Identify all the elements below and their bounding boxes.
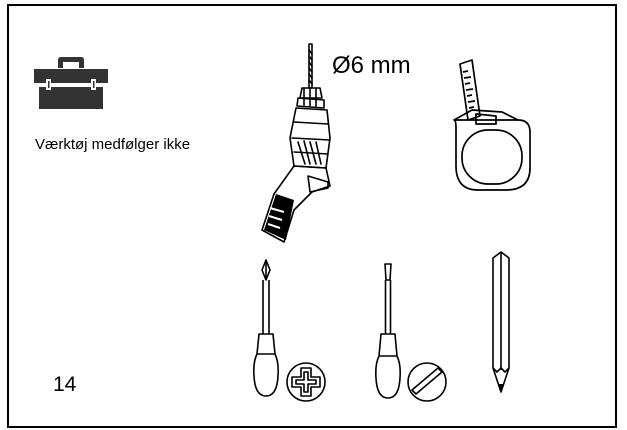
slotted-screw-head-icon bbox=[407, 362, 447, 402]
instruction-panel bbox=[7, 4, 617, 428]
phillips-screwdriver-icon bbox=[253, 259, 279, 397]
page-number: 14 bbox=[53, 373, 77, 396]
toolbox-icon bbox=[33, 57, 109, 109]
phillips-screw-head-icon bbox=[286, 362, 326, 402]
drill-bit-size-label: Ø6 mm bbox=[332, 52, 411, 79]
tools-not-included-note: Værktøj medfølger ikke bbox=[35, 136, 191, 153]
flathead-screwdriver-icon bbox=[375, 263, 401, 399]
tape-measure-icon bbox=[453, 59, 531, 191]
drill-icon bbox=[261, 43, 331, 243]
pencil-icon bbox=[492, 251, 510, 393]
